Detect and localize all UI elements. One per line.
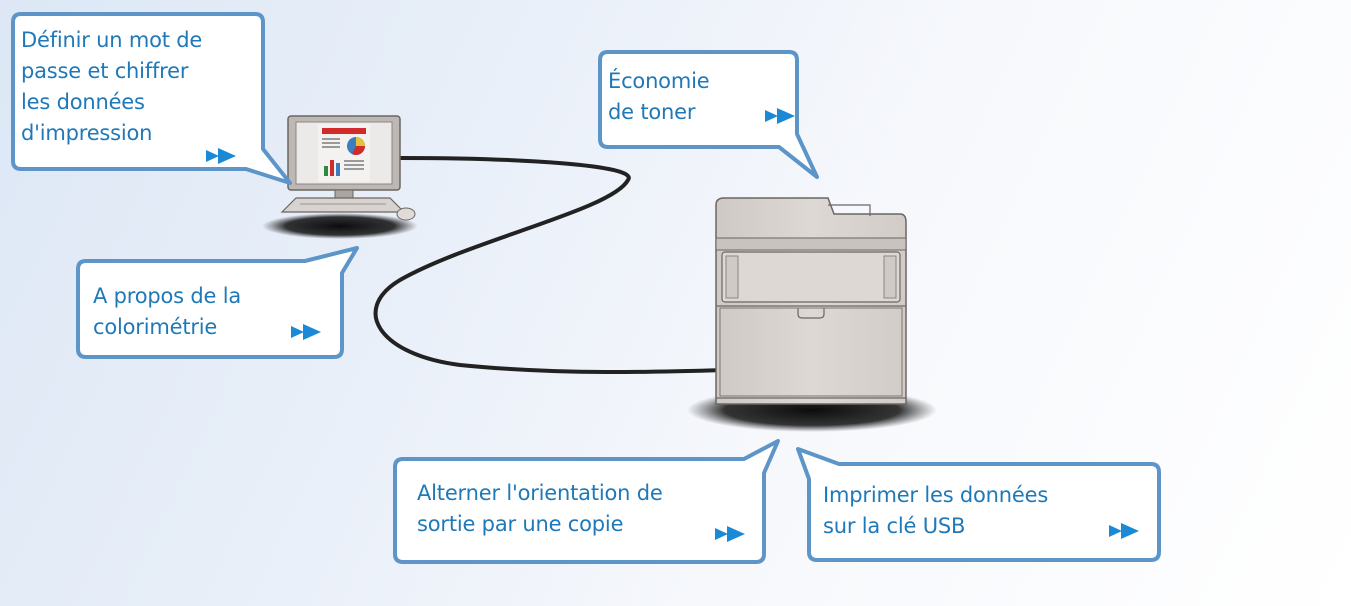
next-arrow-icon — [715, 526, 745, 542]
callout-line: passe et chiffrer — [21, 59, 189, 83]
callout-line: Imprimer les données — [823, 483, 1049, 507]
callout-colorimetry[interactable]: A propos de la colorimétrie — [75, 246, 360, 362]
speech-bubble — [796, 447, 1161, 562]
next-arrow-icon — [1109, 523, 1139, 539]
printer-icon — [687, 197, 937, 432]
computer-icon — [262, 115, 418, 239]
speech-bubble — [598, 50, 819, 179]
callout-usb-print[interactable]: Imprimer les données sur la clé USB — [795, 447, 1165, 565]
callout-line: sur la clé USB — [823, 514, 966, 538]
callout-line: Économie — [608, 69, 710, 93]
callout-line: d'impression — [21, 121, 153, 145]
callout-line: Définir un mot de — [21, 28, 203, 52]
callout-password-encryption[interactable]: Définir un mot de passe et chiffrer les … — [10, 11, 296, 185]
speech-bubble — [393, 439, 780, 564]
callout-line: de toner — [608, 100, 696, 124]
callout-toner-saving[interactable]: Économie de toner — [597, 49, 819, 181]
callout-line: colorimétrie — [93, 315, 218, 339]
callout-line: A propos de la — [93, 284, 242, 308]
speech-bubble — [11, 12, 292, 185]
callout-alternate-orientation[interactable]: Alterner l'orientation de sortie par une… — [392, 439, 782, 567]
callout-line: les données — [21, 90, 145, 114]
next-arrow-icon — [206, 148, 236, 164]
cable-icon — [373, 156, 727, 375]
callout-line: sortie par une copie — [417, 512, 624, 536]
next-arrow-icon — [291, 324, 321, 340]
speech-bubble — [76, 246, 359, 359]
callout-line: Alterner l'orientation de — [417, 481, 663, 505]
next-arrow-icon — [765, 108, 795, 124]
